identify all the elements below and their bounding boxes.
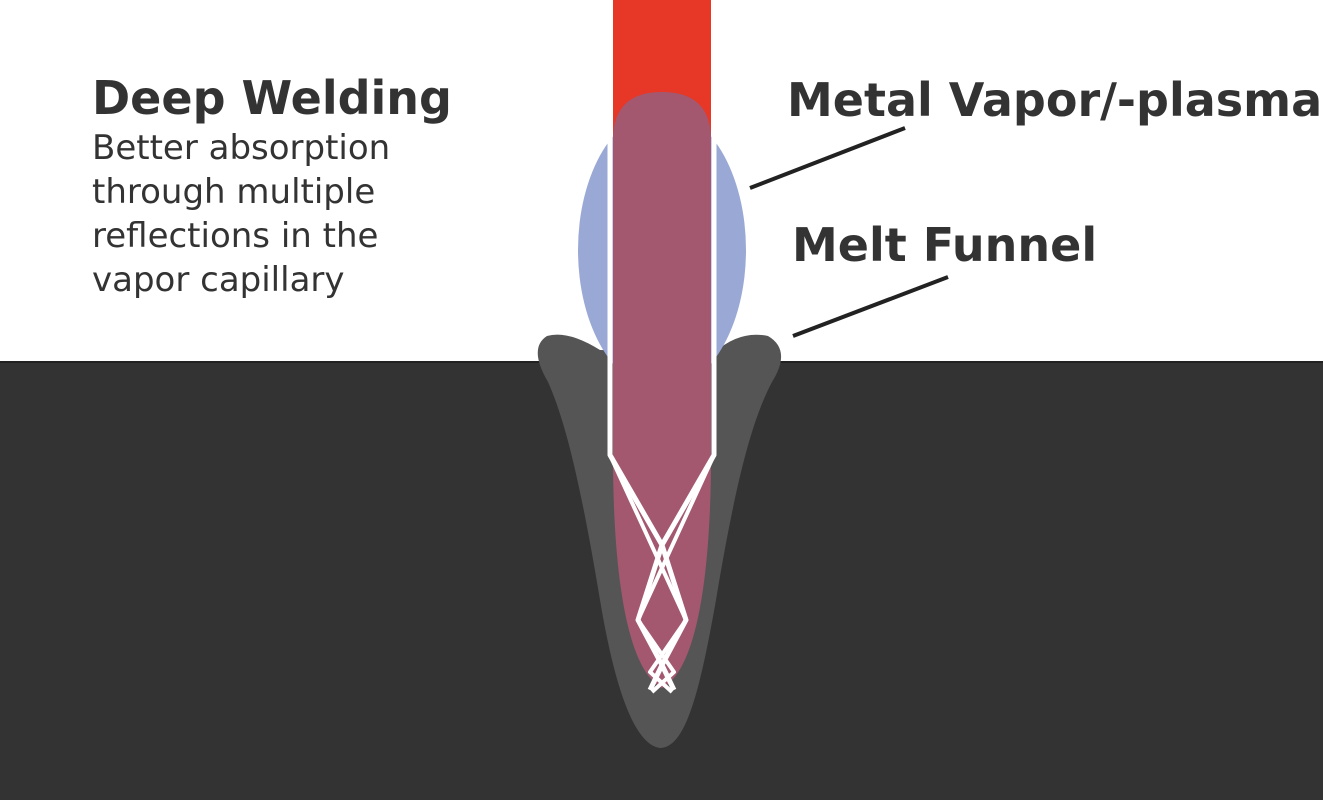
description-line: reflections in the <box>92 216 379 256</box>
reflection-path-b <box>636 454 716 694</box>
description-line: Better absorption <box>92 128 391 168</box>
melt-funnel-label: Melt Funnel <box>792 218 1098 272</box>
vapor-leader-line <box>749 126 906 190</box>
description-text: Better absorption through multiple refle… <box>92 126 390 302</box>
vapor-capillary <box>613 92 711 688</box>
capillary-wall-right <box>659 135 717 692</box>
diagram-title: Deep Welding <box>92 71 452 125</box>
metal-vapor-label: Metal Vapor/-plasma <box>787 73 1323 127</box>
funnel-leader-line <box>792 275 949 338</box>
description-line: vapor capillary <box>92 260 345 300</box>
description-line: through multiple <box>92 172 376 212</box>
capillary-wall-left <box>607 135 665 692</box>
